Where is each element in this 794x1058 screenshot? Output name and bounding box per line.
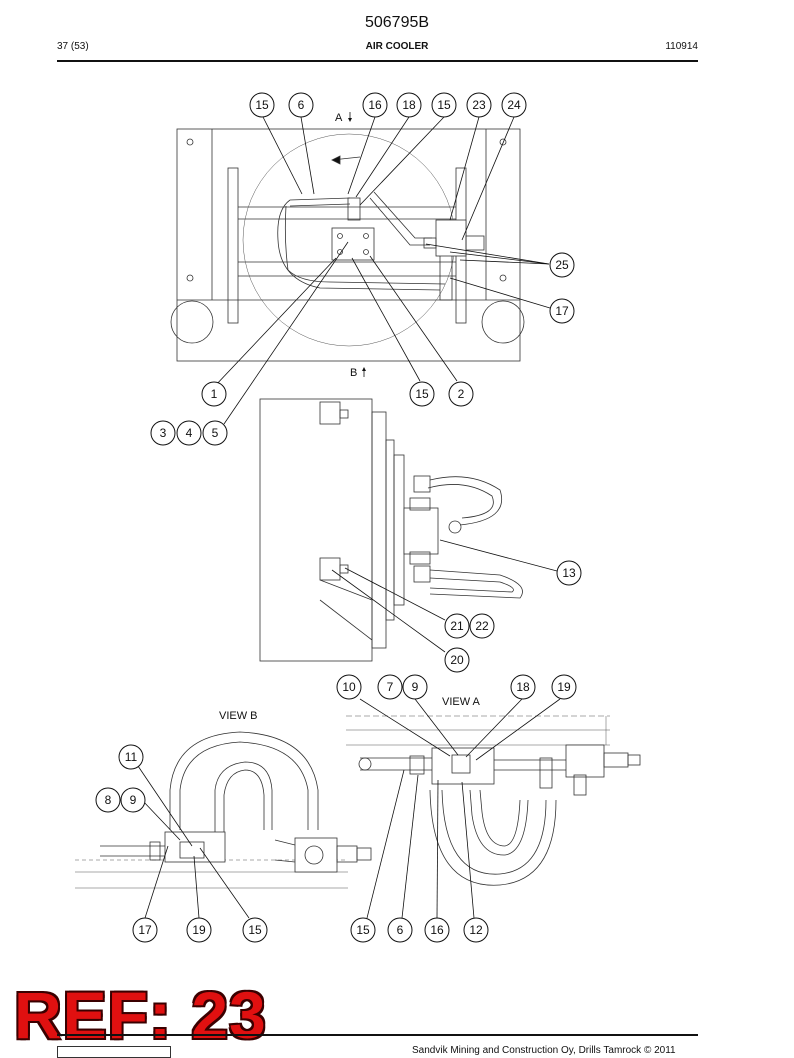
callout-9: 9 bbox=[402, 674, 428, 700]
callout-17: 17 bbox=[132, 917, 158, 943]
svg-text:16: 16 bbox=[430, 923, 444, 937]
callout-15: 15 bbox=[249, 92, 275, 118]
ref-stamp: REF: 23 bbox=[14, 978, 267, 1052]
svg-text:9: 9 bbox=[412, 680, 419, 694]
svg-text:1: 1 bbox=[211, 387, 218, 401]
callout-9: 9 bbox=[120, 787, 146, 813]
page-count: 37 (53) bbox=[57, 41, 89, 52]
callout-23: 23 bbox=[466, 92, 492, 118]
svg-text:9: 9 bbox=[130, 793, 137, 807]
view-arrow-a-label: A bbox=[335, 112, 343, 124]
svg-text:15: 15 bbox=[415, 387, 429, 401]
callout-16: 16 bbox=[362, 92, 388, 118]
svg-text:11: 11 bbox=[125, 750, 138, 764]
svg-text:13: 13 bbox=[562, 566, 576, 580]
svg-text:16: 16 bbox=[368, 98, 382, 112]
svg-text:7: 7 bbox=[387, 680, 394, 694]
leader-lines bbox=[137, 116, 561, 919]
callout-12: 12 bbox=[463, 917, 489, 943]
callout-24: 24 bbox=[501, 92, 527, 118]
view-arrow-b-label: B bbox=[350, 367, 357, 379]
callout-15: 15 bbox=[242, 917, 268, 943]
svg-text:2: 2 bbox=[458, 387, 465, 401]
svg-text:17: 17 bbox=[555, 304, 569, 318]
callout-15: 15 bbox=[409, 381, 435, 407]
callout-5: 5 bbox=[202, 420, 228, 446]
svg-text:15: 15 bbox=[437, 98, 451, 112]
callout-6: 6 bbox=[288, 92, 314, 118]
svg-text:19: 19 bbox=[557, 680, 571, 694]
svg-text:18: 18 bbox=[516, 680, 530, 694]
svg-text:4: 4 bbox=[186, 426, 193, 440]
svg-text:23: 23 bbox=[472, 98, 486, 112]
callout-21: 21 bbox=[444, 613, 470, 639]
document-date: 110914 bbox=[665, 41, 698, 52]
callout-2: 2 bbox=[448, 381, 474, 407]
svg-text:21: 21 bbox=[450, 619, 464, 633]
top-view: A B bbox=[170, 112, 525, 379]
view-a-label: VIEW A bbox=[442, 696, 481, 708]
svg-text:10: 10 bbox=[342, 680, 356, 694]
callout-7: 7 bbox=[377, 674, 403, 700]
svg-text:15: 15 bbox=[356, 923, 370, 937]
callout-20: 20 bbox=[444, 647, 470, 673]
svg-text:25: 25 bbox=[555, 258, 569, 272]
footer-copyright: Sandvik Mining and Construction Oy, Dril… bbox=[412, 1045, 676, 1056]
callout-15: 15 bbox=[431, 92, 457, 118]
view-b: VIEW B bbox=[75, 710, 372, 889]
callout-18: 18 bbox=[396, 92, 422, 118]
callout-3: 3 bbox=[150, 420, 176, 446]
callout-25: 25 bbox=[549, 252, 575, 278]
page-title: AIR COOLER bbox=[365, 41, 429, 52]
callout-22: 22 bbox=[469, 613, 495, 639]
document-number: 506795B bbox=[364, 14, 430, 31]
svg-text:15: 15 bbox=[248, 923, 262, 937]
svg-text:15: 15 bbox=[255, 98, 269, 112]
side-view bbox=[259, 398, 523, 662]
callout-6: 6 bbox=[387, 917, 413, 943]
svg-text:19: 19 bbox=[192, 923, 206, 937]
callout-4: 4 bbox=[176, 420, 202, 446]
svg-text:24: 24 bbox=[507, 98, 521, 112]
view-a: VIEW A bbox=[346, 696, 641, 886]
svg-text:8: 8 bbox=[105, 793, 112, 807]
callout-16: 16 bbox=[424, 917, 450, 943]
callout-19: 19 bbox=[551, 674, 577, 700]
header-divider bbox=[57, 60, 698, 62]
callout-15: 15 bbox=[350, 917, 376, 943]
view-b-label: VIEW B bbox=[219, 710, 258, 722]
callout-1: 1 bbox=[201, 381, 227, 407]
footer-logo bbox=[57, 1046, 171, 1058]
footer-divider bbox=[57, 1034, 698, 1036]
callout-17: 17 bbox=[549, 298, 575, 324]
svg-text:22: 22 bbox=[475, 619, 489, 633]
callout-18: 18 bbox=[510, 674, 536, 700]
callout-13: 13 bbox=[556, 560, 582, 586]
callout-10: 10 bbox=[336, 674, 362, 700]
svg-text:18: 18 bbox=[402, 98, 416, 112]
svg-text:12: 12 bbox=[469, 923, 483, 937]
callout-8: 8 bbox=[95, 787, 121, 813]
svg-text:6: 6 bbox=[397, 923, 404, 937]
svg-text:3: 3 bbox=[160, 426, 167, 440]
svg-text:17: 17 bbox=[138, 923, 152, 937]
callout-11: 11 bbox=[118, 744, 144, 770]
svg-text:20: 20 bbox=[450, 653, 464, 667]
callout-19: 19 bbox=[186, 917, 212, 943]
svg-text:6: 6 bbox=[298, 98, 305, 112]
svg-text:5: 5 bbox=[212, 426, 219, 440]
